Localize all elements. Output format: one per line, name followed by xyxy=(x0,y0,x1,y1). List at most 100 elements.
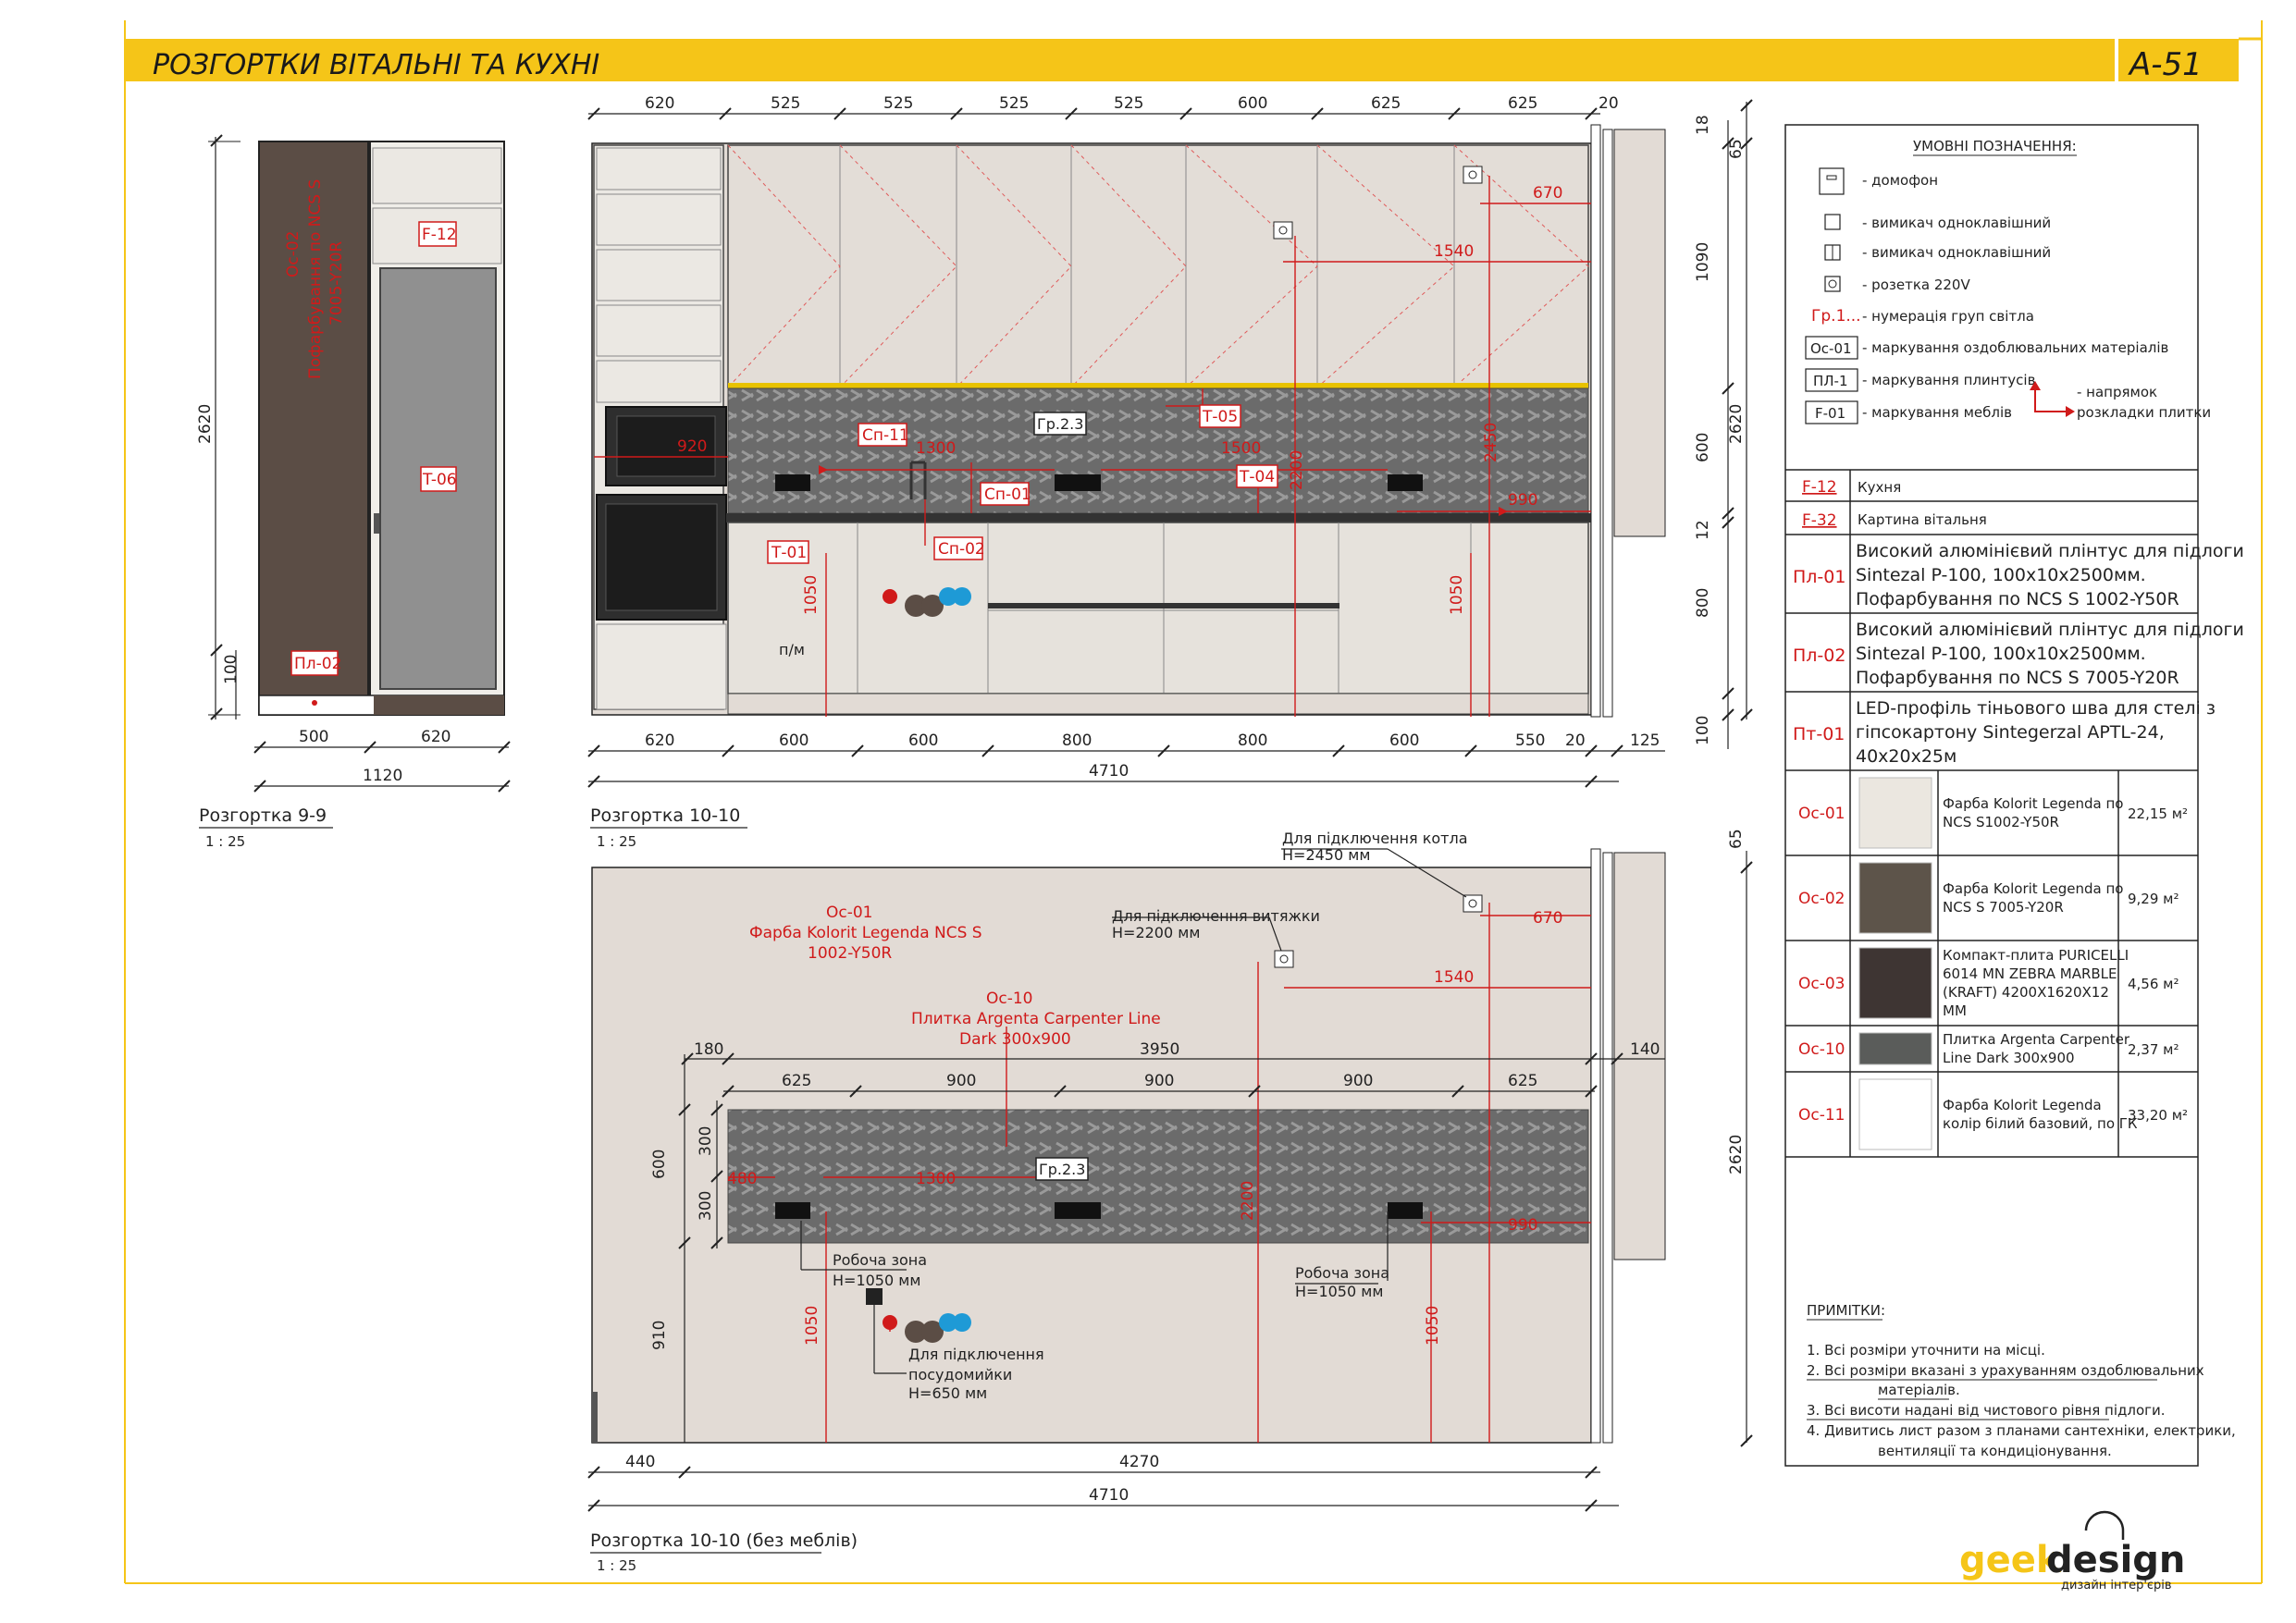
material-swatch xyxy=(1858,1078,1932,1150)
spec-table: F-12 Кухня F-32 Картина вітальня Пл-01 В… xyxy=(1785,469,2244,771)
bare-tag-gr23: Гр.2.3 xyxy=(1039,1161,1085,1178)
material-desc: NCS S1002-Y50R xyxy=(1943,814,2059,830)
elevation-9-9: F-12 T-06 Пл-02 Ос-02 Пофарбування по NC… xyxy=(196,134,511,850)
material-desc: Плитка Argenta Carpenter xyxy=(1943,1031,2130,1048)
legend-sym-f: F-01 xyxy=(1815,405,1845,422)
dim-r-18: 18 xyxy=(1694,115,1712,135)
material-area: 9,29 м² xyxy=(2128,891,2179,907)
tag-t01: Т-01 xyxy=(771,544,807,562)
bare-tile-1: 625 xyxy=(782,1072,811,1090)
tag-t04: Т-04 xyxy=(1239,468,1275,486)
material-desc: 6014 MN ZEBRA MARBLE xyxy=(1943,965,2117,982)
material-code: Ос-10 xyxy=(1798,1040,1845,1059)
sheet-code: А-51 xyxy=(2128,46,2203,83)
tag-sp01: Сп-01 xyxy=(984,486,1031,504)
dim-top-5: 525 xyxy=(1114,94,1143,113)
dim-bot-3: 600 xyxy=(908,732,938,750)
legend-arrow-1: - напрямок xyxy=(2077,384,2157,400)
bare-left-300a: 300 xyxy=(697,1126,715,1156)
page-title: РОЗГОРТКИ ВІТАЛЬНІ ТА КУХНІ xyxy=(153,49,599,81)
legend-title: УМОВНІ ПОЗНАЧЕННЯ: xyxy=(1913,138,2077,154)
material-area: 33,20 м² xyxy=(2128,1107,2188,1124)
dim-9-height: 2620 xyxy=(196,404,215,444)
dim-top-8: 625 xyxy=(1508,94,1537,113)
legend-panel: УМОВНІ ПОЗНАЧЕННЯ: - домофон - вимикач о… xyxy=(1784,124,2244,1467)
tag-sp02: Сп-02 xyxy=(938,540,985,559)
view-label-10-10-bare: Розгортка 10-10 (без меблів) xyxy=(590,1531,858,1551)
bare-dim-3950: 3950 xyxy=(1140,1040,1179,1059)
sheet-code-box xyxy=(2118,39,2239,81)
bare-d1540: 1540 xyxy=(1434,968,1474,987)
dim-1050-left: 1050 xyxy=(802,575,821,615)
note-hood-height: Н=2200 мм xyxy=(1112,924,1200,941)
legend-sym-gr: Гр.1... xyxy=(1811,307,1861,326)
bare-left-600: 600 xyxy=(650,1150,669,1179)
note-4a: 4. Дивитись лист разом з планами сантехн… xyxy=(1807,1422,2236,1439)
dim-top-4: 525 xyxy=(999,94,1029,113)
legend-sym-pl: ПЛ-1 xyxy=(1813,373,1848,389)
legend-materials: - маркування оздоблювальних матеріалів xyxy=(1862,339,2168,356)
material-desc: Фарба Kolorit Legenda по xyxy=(1943,880,2123,897)
dim-1540: 1540 xyxy=(1434,242,1474,261)
dim-bot-1: 620 xyxy=(645,732,674,750)
dim-r-2620: 2620 xyxy=(1727,404,1746,444)
legend-furniture: - маркування меблів xyxy=(1862,404,2012,421)
note-hood-title: Для підключення витяжки xyxy=(1112,907,1320,925)
bare-d1050-right: 1050 xyxy=(1424,1306,1442,1346)
dim-bot-4: 800 xyxy=(1062,732,1092,750)
dim-990: 990 xyxy=(1508,491,1537,510)
bare-left-300b: 300 xyxy=(697,1191,715,1221)
material-swatch xyxy=(1858,862,1932,934)
bare-d480: 480 xyxy=(727,1170,757,1188)
notes-title: ПРИМІТКИ: xyxy=(1807,1302,1885,1319)
bare-os10-code: Ос-10 xyxy=(986,990,1033,1008)
material-area: 22,15 м² xyxy=(2128,805,2188,822)
tag-sp11: Сп-11 xyxy=(862,426,909,445)
bare-dim-140: 140 xyxy=(1630,1040,1660,1059)
material-area: 2,37 м² xyxy=(2128,1041,2179,1058)
view-scale-9-9: 1 : 25 xyxy=(205,833,245,850)
view-label-10-10: Розгортка 10-10 xyxy=(590,805,740,826)
dim-r-800: 800 xyxy=(1694,588,1712,618)
bare-os01-desc: Фарба Kolorit Legenda NCS S xyxy=(749,924,982,942)
material-code: Ос-01 xyxy=(1798,805,1845,823)
spec-code-2: Пл-01 xyxy=(1793,567,1845,587)
tag-t05: Т-05 xyxy=(1202,408,1238,426)
bare-tile-3: 900 xyxy=(1144,1072,1174,1090)
dim-9-base: 100 xyxy=(222,655,241,684)
dim-9-w1: 500 xyxy=(299,728,328,746)
legend-outlet: - розетка 220V xyxy=(1862,277,1970,293)
dim-bot-8: 20 xyxy=(1565,732,1586,750)
spec-text-4a: LED-профіль тіньового шва для стелі з xyxy=(1856,698,2216,719)
header-band xyxy=(125,39,2115,81)
bare-os10-desc: Плитка Argenta Carpenter Line xyxy=(911,1010,1161,1028)
dim-1050-right: 1050 xyxy=(1448,575,1466,615)
dim-9-w2: 620 xyxy=(421,728,451,746)
spec-text-2a: Високий алюмінієвий плінтус для підлоги xyxy=(1856,541,2244,561)
dim-top-6: 600 xyxy=(1238,94,1267,113)
material-code: Ос-02 xyxy=(1798,890,1845,908)
spec-code-1: F-32 xyxy=(1802,511,1837,530)
spec-text-0: Кухня xyxy=(1858,479,1901,496)
label-pm: п/м xyxy=(779,641,805,658)
logo-tagline: дизайн інтер'єрів xyxy=(2061,1579,2172,1592)
material-desc: Фарба Kolorit Legenda по xyxy=(1943,795,2123,812)
note-dish-subtitle: посудомийки xyxy=(908,1366,1012,1383)
note-2a: 2. Всі розміри вказані з урахуванням озд… xyxy=(1807,1362,2204,1379)
material-desc: (KRAFT) 4200Х1620Х12 xyxy=(1943,984,2109,1001)
bare-tile-4: 900 xyxy=(1343,1072,1373,1090)
dim-r-12: 12 xyxy=(1694,520,1712,540)
bare-os01-ncs: 1002-Y50R xyxy=(808,944,892,963)
dim-top-7: 625 xyxy=(1371,94,1401,113)
view-scale-10-10: 1 : 25 xyxy=(597,833,636,850)
dim-670: 670 xyxy=(1533,184,1562,203)
material-swatch xyxy=(1858,1032,1932,1065)
note-1: 1. Всі розміри уточнити на місці. xyxy=(1807,1342,2045,1359)
dim-r-65: 65 xyxy=(1727,139,1746,159)
bare-os01-code: Ос-01 xyxy=(826,904,873,922)
spec-text-4c: 40х20х25м xyxy=(1856,746,1957,767)
elevation-10-10: 920 1300 1500 670 1540 990 2200 2450 105… xyxy=(587,94,1753,850)
dim-bot-5: 800 xyxy=(1238,732,1267,750)
